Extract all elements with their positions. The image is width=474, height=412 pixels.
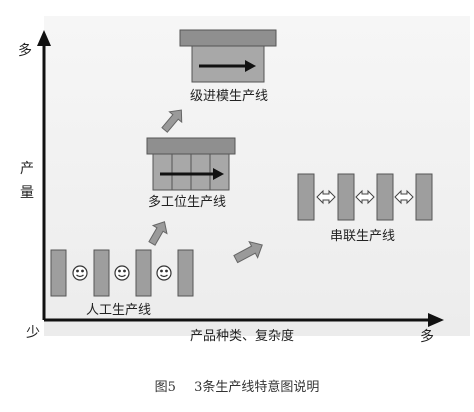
worker-station [177, 249, 194, 297]
y-axis-arrowhead [37, 30, 51, 46]
right-arrow-icon [148, 221, 168, 246]
double-arrow-icon [394, 189, 414, 205]
figure-caption-prefix: 图5 [154, 380, 176, 395]
worker-station [135, 249, 152, 297]
press-body [191, 45, 265, 83]
transition-arrows [148, 109, 263, 264]
manual-line-label: 人工生产线 [86, 303, 152, 318]
smiley-face-icon [114, 265, 130, 281]
multistation-line-label: 多工位生产线 [148, 195, 227, 210]
axes [37, 30, 444, 327]
figure-caption: 图5 3条生产线特意图说明 [0, 376, 474, 395]
advanced-line-group [179, 29, 277, 83]
press-station [337, 173, 355, 221]
y-axis-title: 产 量 [20, 160, 34, 202]
x-axis-high-label: 多 [420, 329, 434, 345]
manual-line-group [50, 249, 194, 297]
flow-arrowhead [245, 60, 256, 72]
double-arrow-icon [355, 189, 375, 205]
serial-line-group [297, 173, 433, 221]
y-axis-title-char: 量 [20, 185, 34, 201]
right-arrow-icon [161, 109, 183, 133]
smiley-face-icon [156, 265, 172, 281]
x-axis-title: 产品种类、复杂度 [190, 329, 295, 344]
y-axis-high-label: 多 [18, 43, 32, 59]
worker-station [50, 249, 67, 297]
press-station [297, 173, 315, 221]
smiley-face-icons [72, 265, 172, 281]
serial-line-label: 串联生产线 [330, 229, 396, 244]
figure-caption-text: 3条生产线特意图说明 [194, 380, 320, 395]
double-arrow-icon [316, 189, 336, 205]
press-station [376, 173, 394, 221]
press-top [146, 137, 236, 155]
origin-low-label: 少 [26, 325, 40, 341]
double-arrow-icons [316, 189, 414, 205]
press-top [179, 29, 277, 47]
multistation-line-group [146, 137, 236, 191]
right-arrow-icon [233, 240, 263, 264]
advanced-line-label: 级进模生产线 [190, 89, 269, 104]
worker-station [93, 249, 110, 297]
smiley-face-icon [72, 265, 88, 281]
flow-arrowhead [213, 168, 224, 180]
x-axis-arrowhead [428, 313, 444, 327]
y-axis-title-char: 产 [20, 161, 34, 177]
press-station [415, 173, 433, 221]
